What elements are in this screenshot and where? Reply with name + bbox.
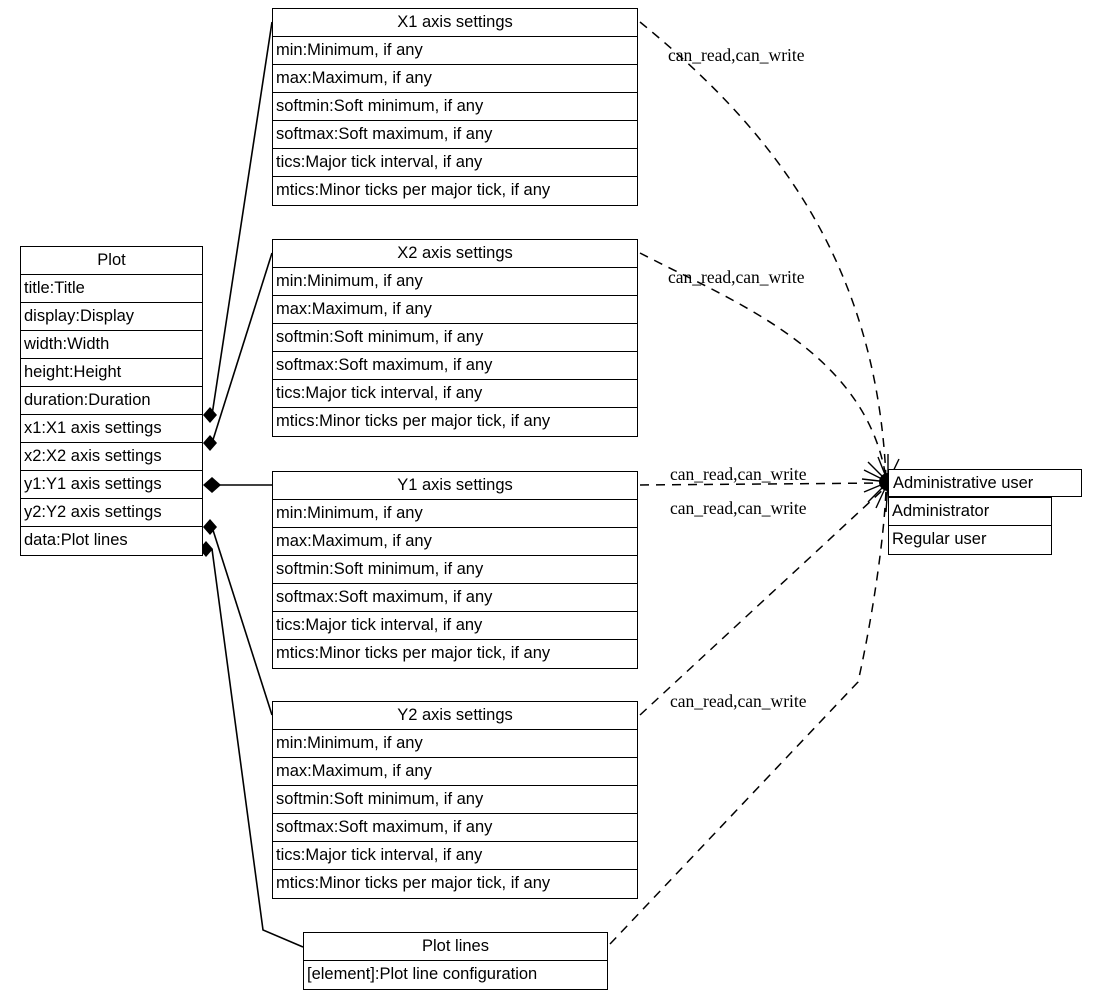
edge-label-plotlines-admin: can_read,can_write: [670, 691, 807, 711]
class-box-admin-user[interactable]: Administrator Regular user: [888, 497, 1052, 555]
composition-diamond-x2: [203, 435, 217, 451]
class-attribute: duration:Duration: [21, 387, 202, 415]
edge-label-x2-admin: can_read,can_write: [668, 267, 805, 287]
class-attribute: tics:Major tick interval, if any: [273, 842, 637, 870]
class-attribute: max:Maximum, if any: [273, 758, 637, 786]
class-attribute: min:Minimum, if any: [273, 37, 637, 65]
edge-label-y1-admin: can_read,can_write: [670, 464, 807, 484]
class-attribute: tics:Major tick interval, if any: [273, 612, 637, 640]
class-attribute: data:Plot lines: [21, 527, 202, 555]
class-attribute: min:Minimum, if any: [273, 268, 637, 296]
class-attribute: softmin:Soft minimum, if any: [273, 93, 637, 121]
class-box-plot[interactable]: Plot title:Title display:Display width:W…: [20, 246, 203, 556]
class-attribute: softmin:Soft minimum, if any: [273, 786, 637, 814]
association-edge-plotlines-admin: [609, 489, 887, 945]
class-title-x1: X1 axis settings: [273, 9, 637, 37]
composition-edge-x2: [211, 252, 273, 444]
edge-label-y1b-admin: can_read,can_write: [670, 498, 807, 518]
class-attribute: max:Maximum, if any: [273, 528, 637, 556]
class-title-admin-user[interactable]: Administrative user: [888, 469, 1082, 497]
edge-label-x1-admin: can_read,can_write: [668, 45, 805, 65]
class-attribute: min:Minimum, if any: [273, 500, 637, 528]
class-attribute: Administrator: [889, 498, 1051, 526]
class-attribute: softmax:Soft maximum, if any: [273, 352, 637, 380]
class-attribute: display:Display: [21, 303, 202, 331]
class-attribute: softmin:Soft minimum, if any: [273, 556, 637, 584]
class-attribute: width:Width: [21, 331, 202, 359]
class-box-plot-lines[interactable]: Plot lines [element]:Plot line configura…: [303, 932, 608, 990]
class-attribute: tics:Major tick interval, if any: [273, 380, 637, 408]
class-attribute: max:Maximum, if any: [273, 65, 637, 93]
class-attribute: min:Minimum, if any: [273, 730, 637, 758]
class-attribute: tics:Major tick interval, if any: [273, 149, 637, 177]
class-title-y1: Y1 axis settings: [273, 472, 637, 500]
class-attribute: softmax:Soft maximum, if any: [273, 814, 637, 842]
class-attribute: mtics:Minor ticks per major tick, if any: [273, 177, 637, 205]
class-box-y1-axis-settings[interactable]: Y1 axis settings min:Minimum, if any max…: [272, 471, 638, 669]
class-box-x2-axis-settings[interactable]: X2 axis settings min:Minimum, if any max…: [272, 239, 638, 437]
class-title-x2: X2 axis settings: [273, 240, 637, 268]
class-attribute: x1:X1 axis settings: [21, 415, 202, 443]
class-attribute: Regular user: [889, 526, 1051, 554]
class-attribute: softmax:Soft maximum, if any: [273, 121, 637, 149]
composition-diamond-x1: [203, 407, 217, 423]
class-attribute: softmax:Soft maximum, if any: [273, 584, 637, 612]
association-edge-x1-admin: [639, 21, 887, 479]
composition-diamond-y2: [203, 519, 217, 535]
class-attribute: y2:Y2 axis settings: [21, 499, 202, 527]
association-edge-y2-admin: [639, 486, 887, 716]
class-title-y2: Y2 axis settings: [273, 702, 637, 730]
composition-edge-y2: [211, 526, 273, 716]
class-attribute: y1:Y1 axis settings: [21, 471, 202, 499]
class-title-plot-lines: Plot lines: [304, 933, 607, 961]
class-attribute: max:Maximum, if any: [273, 296, 637, 324]
composition-edge-data: [211, 548, 304, 948]
class-attribute: x2:X2 axis settings: [21, 443, 202, 471]
class-attribute: mtics:Minor ticks per major tick, if any: [273, 870, 637, 898]
class-attribute: title:Title: [21, 275, 202, 303]
class-attribute: softmin:Soft minimum, if any: [273, 324, 637, 352]
class-box-y2-axis-settings[interactable]: Y2 axis settings min:Minimum, if any max…: [272, 701, 638, 899]
class-attribute: [element]:Plot line configuration: [304, 961, 607, 989]
class-title-plot: Plot: [21, 247, 202, 275]
class-attribute: mtics:Minor ticks per major tick, if any: [273, 640, 637, 668]
class-attribute: height:Height: [21, 359, 202, 387]
composition-diamond-y1: [203, 477, 221, 493]
class-attribute: mtics:Minor ticks per major tick, if any: [273, 408, 637, 436]
class-box-x1-axis-settings[interactable]: X1 axis settings min:Minimum, if any max…: [272, 8, 638, 206]
composition-edge-x1: [211, 21, 273, 416]
